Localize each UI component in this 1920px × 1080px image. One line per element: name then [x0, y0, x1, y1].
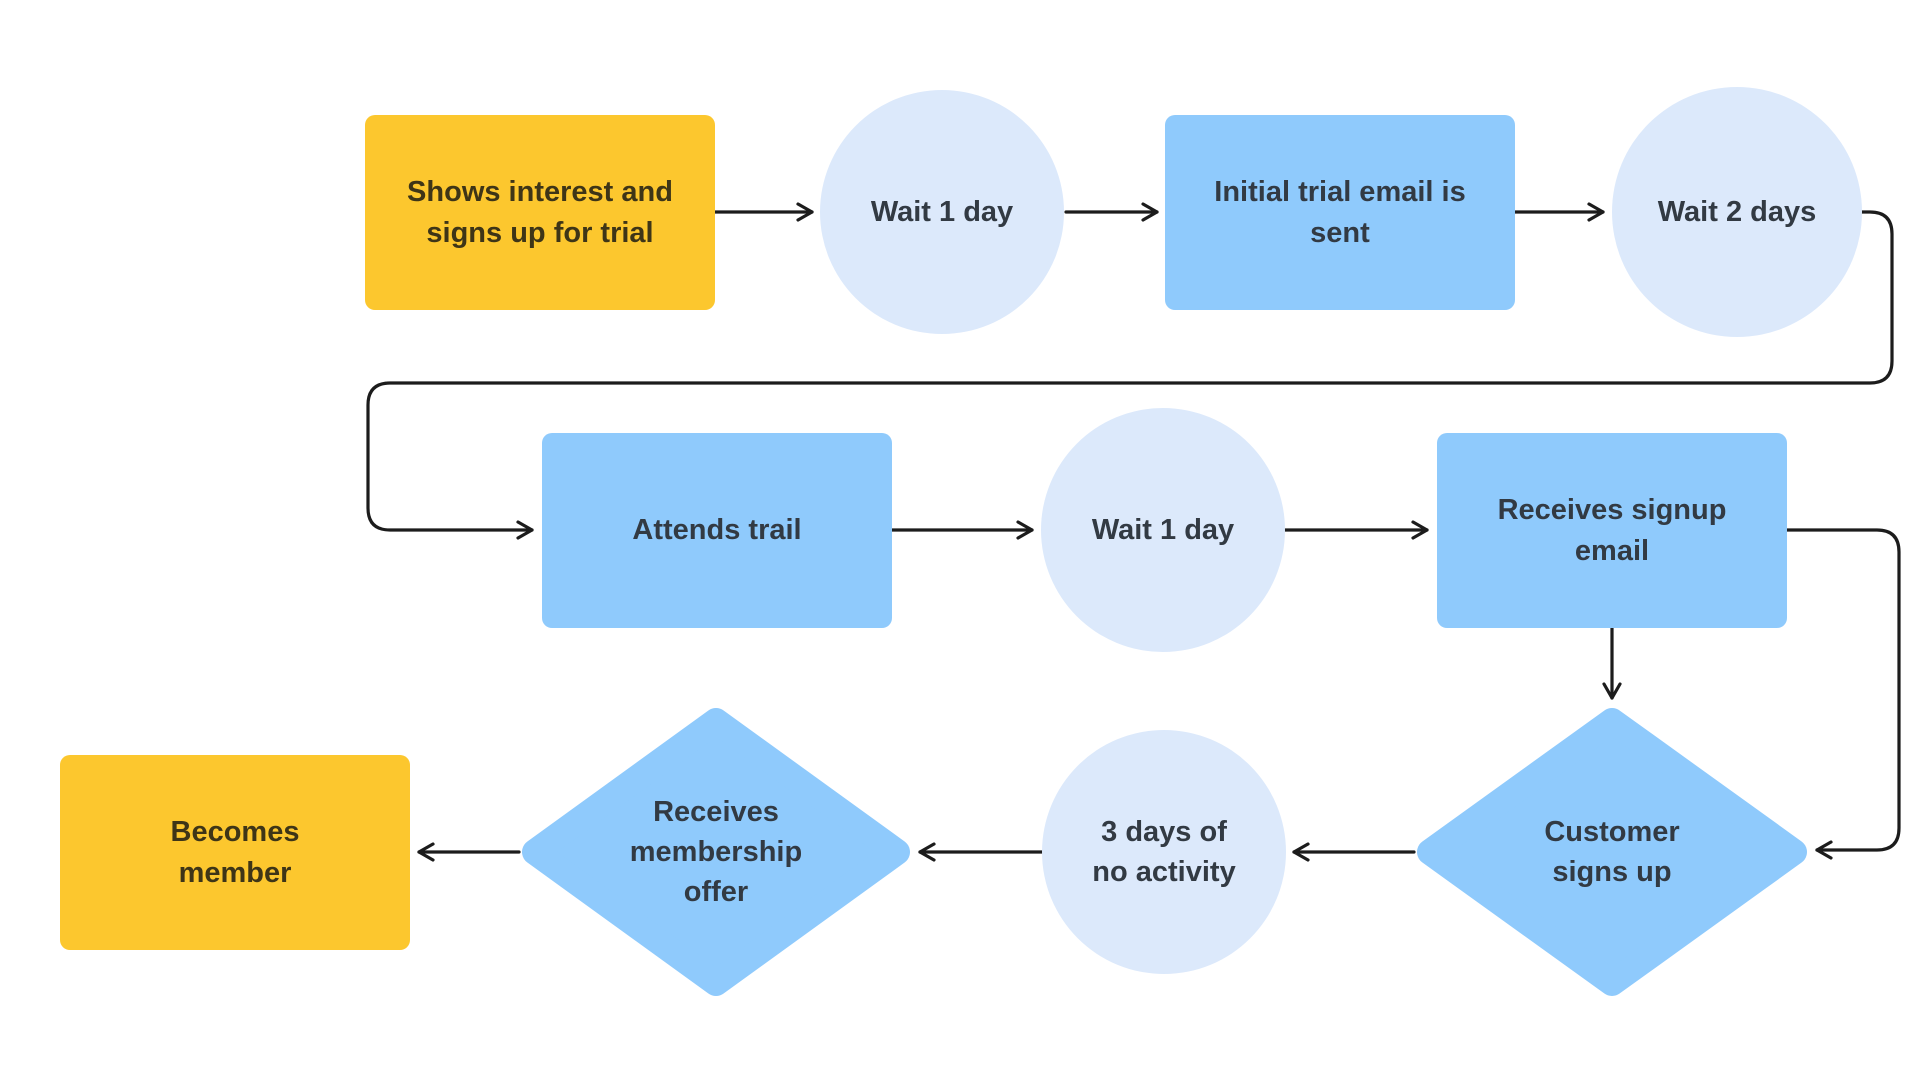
diamond-shape	[522, 708, 910, 996]
node-shows-interest-trial-signup[interactable]: Shows interest and signs up for trial	[365, 115, 715, 310]
node-label: Wait 1 day	[1091, 513, 1235, 546]
node-initial-trial-email[interactable]: Initial trial email is sent	[1165, 115, 1515, 310]
diamond-shape	[1417, 708, 1807, 996]
node-wait-1-day-a[interactable]: Wait 1 day	[820, 90, 1064, 334]
node-label: Initial trial email is sent	[1214, 176, 1466, 249]
node-wait-1-day-b[interactable]: Wait 1 day	[1041, 408, 1285, 652]
node-attends-trail[interactable]: Attends trail	[542, 433, 892, 628]
node-customer-signs-up[interactable]: Customer signs up	[1416, 707, 1808, 997]
node-label: Wait 1 day	[870, 195, 1014, 228]
node-becomes-member[interactable]: Becomes member	[60, 755, 410, 950]
node-label: Receives signup email	[1497, 494, 1727, 567]
node-wait-2-days[interactable]: Wait 2 days	[1612, 87, 1862, 337]
node-label: Becomes member	[170, 816, 300, 889]
node-label: 3 days of no activity	[1092, 815, 1236, 888]
node-label: Wait 2 days	[1657, 195, 1817, 228]
node-receives-membership-offer[interactable]: Receives membership offer	[521, 707, 911, 997]
node-label: Attends trail	[632, 514, 802, 547]
node-label: Shows interest and signs up for trial	[407, 176, 673, 249]
node-receives-signup-email[interactable]: Receives signup email	[1437, 433, 1787, 628]
node-3-days-no-activity[interactable]: 3 days of no activity	[1042, 730, 1286, 974]
